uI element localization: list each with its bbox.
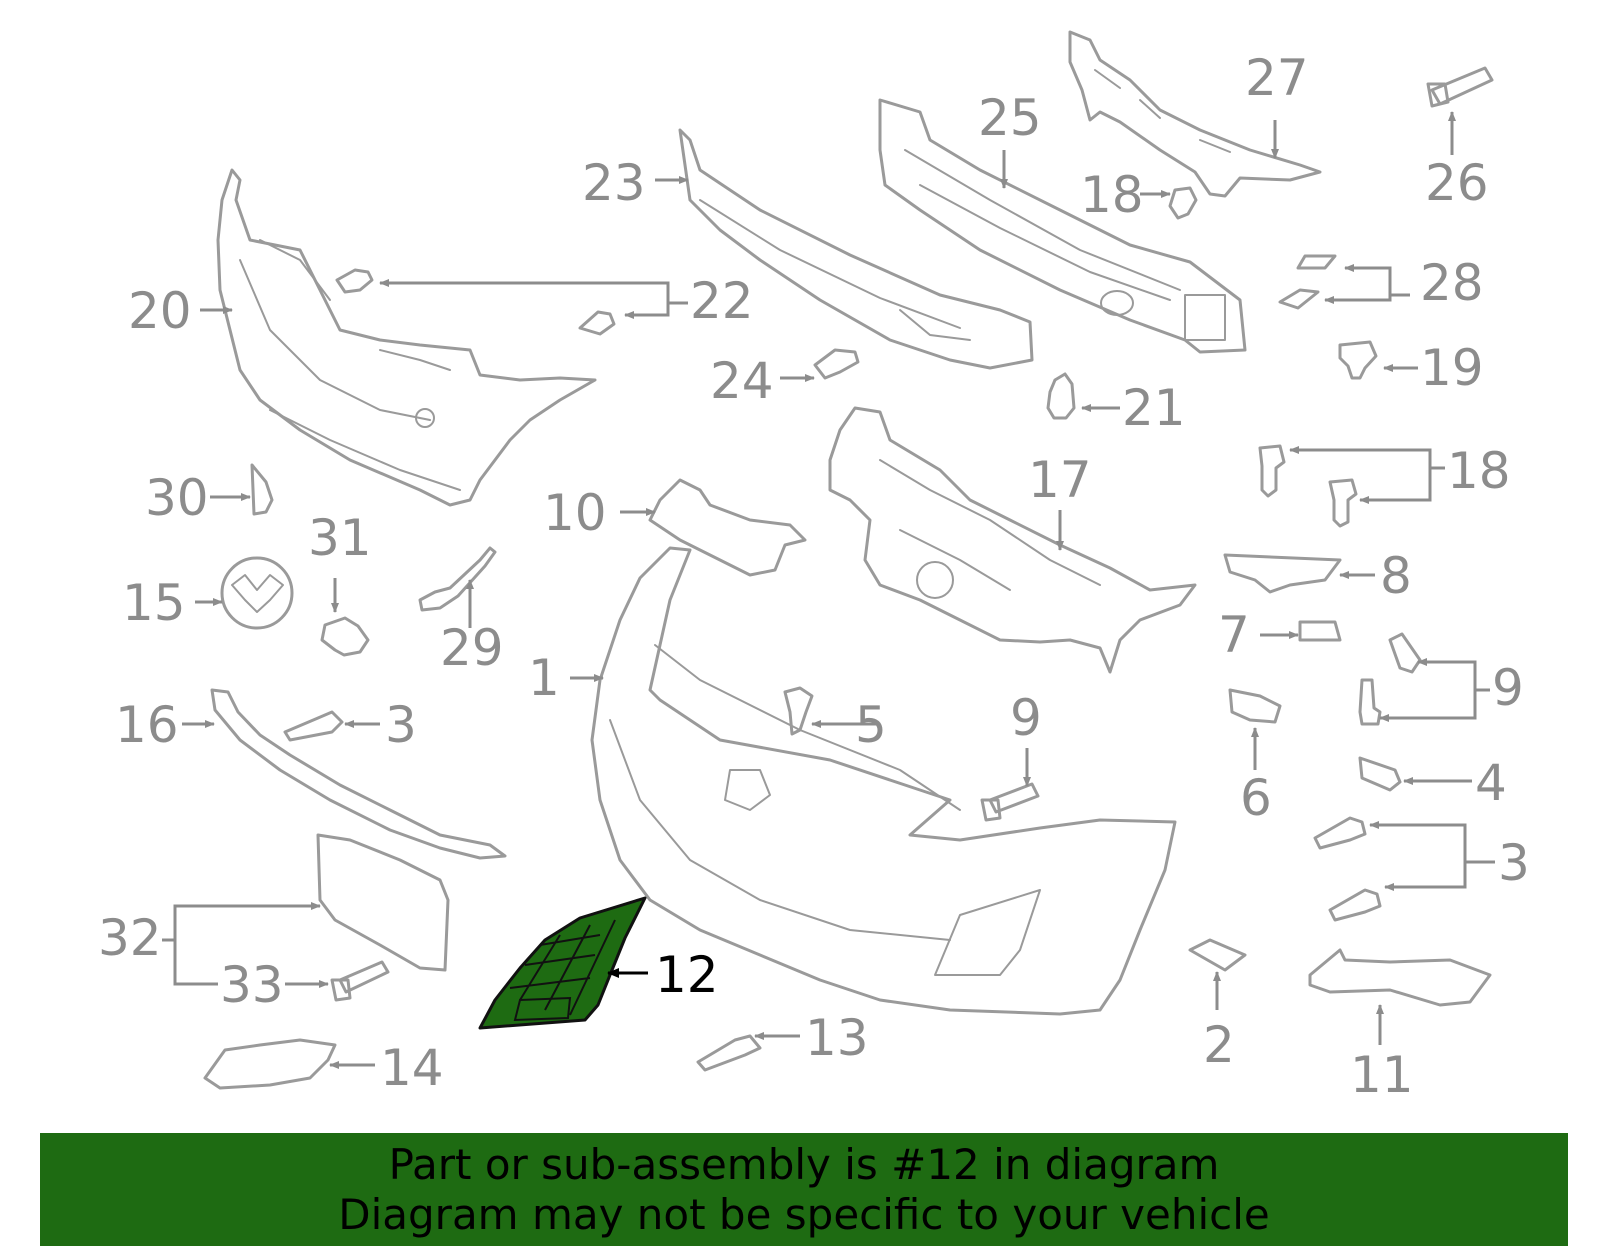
callout-16: 16 — [115, 696, 179, 754]
part-18-clips — [1258, 444, 1358, 528]
part-15-emblem — [220, 556, 294, 630]
callout-17: 17 — [1028, 451, 1092, 509]
part-31-sensor — [320, 616, 370, 657]
part-28-tape — [1278, 254, 1337, 310]
callout-33: 33 — [220, 956, 284, 1014]
part-11-bracket — [1308, 948, 1492, 1007]
part-19-clip — [1338, 340, 1378, 380]
callout-3-right: 3 — [1498, 834, 1530, 892]
part-6-bracket — [1228, 688, 1282, 724]
part-23-absorber — [678, 128, 1034, 370]
callout-15: 15 — [122, 574, 186, 632]
callout-13: 13 — [805, 1009, 869, 1067]
part-8-cover — [1223, 553, 1342, 594]
part-10-bracket — [648, 478, 807, 577]
callout-8: 8 — [1380, 547, 1412, 605]
part-7-clip — [1298, 620, 1342, 642]
part-32-plate-bracket — [316, 833, 450, 972]
callout-18-right: 18 — [1447, 442, 1511, 500]
callout-24: 24 — [710, 352, 774, 410]
part-13-bolt — [696, 1034, 762, 1072]
part-30-cap — [250, 463, 274, 516]
leader-lines — [162, 111, 1495, 1069]
callout-20: 20 — [128, 282, 192, 340]
banner-line-2: Diagram may not be specific to your vehi… — [338, 1189, 1270, 1239]
callout-7: 7 — [1218, 606, 1250, 664]
callout-1: 1 — [528, 649, 560, 707]
callout-32: 32 — [98, 909, 162, 967]
callout-28: 28 — [1420, 254, 1484, 312]
callout-31: 31 — [308, 509, 372, 567]
callout-25: 25 — [978, 89, 1042, 147]
part-3-bolt-left — [283, 710, 344, 742]
callout-10: 10 — [543, 484, 607, 542]
callout-29: 29 — [440, 619, 504, 677]
callout-3-left: 3 — [385, 696, 417, 754]
part-1-bumper-cover — [590, 546, 1177, 1016]
part-22-clips — [335, 268, 616, 336]
part-16-molding — [210, 688, 507, 860]
part-17-carrier — [828, 406, 1197, 674]
callout-19: 19 — [1420, 339, 1484, 397]
part-21-nut — [1046, 372, 1076, 420]
callout-30: 30 — [145, 469, 209, 527]
callout-9-right: 9 — [1492, 659, 1524, 717]
callout-4: 4 — [1475, 754, 1507, 812]
part-18-clip-top — [1168, 186, 1198, 220]
part-24-clip — [813, 348, 860, 380]
part-3-bolts-right — [1313, 816, 1382, 922]
callout-5: 5 — [855, 696, 887, 754]
callout-22: 22 — [690, 272, 754, 330]
part-29-hook — [418, 546, 497, 612]
callout-11: 11 — [1350, 1046, 1414, 1104]
callout-21: 21 — [1122, 379, 1186, 437]
callout-27: 27 — [1245, 49, 1309, 107]
part-14-bezel — [203, 1038, 337, 1090]
callout-9-mid: 9 — [1010, 689, 1042, 747]
callout-18-top: 18 — [1080, 166, 1144, 224]
part-27-bracket — [1068, 30, 1322, 198]
callout-26: 26 — [1425, 154, 1489, 212]
callout-6: 6 — [1240, 769, 1272, 827]
part-5-clip — [783, 686, 814, 736]
part-9-bolts — [980, 632, 1422, 822]
part-33-bolt — [330, 960, 390, 1002]
part-12-fog-lamp-grille — [478, 896, 647, 1030]
callout-23: 23 — [582, 154, 646, 212]
callout-2: 2 — [1203, 1016, 1235, 1074]
part-4-bolt — [1358, 756, 1402, 792]
callout-14: 14 — [380, 1039, 444, 1097]
callout-12: 12 — [655, 946, 719, 1004]
part-25-reinforcement — [878, 98, 1247, 354]
part-2-clip — [1188, 938, 1247, 972]
part-26-bolt — [1426, 66, 1494, 108]
part-20-upper-grille — [216, 168, 597, 507]
banner-line-1: Part or sub-assembly is #12 in diagram — [388, 1139, 1220, 1189]
info-banner: Part or sub-assembly is #12 in diagram D… — [40, 1133, 1568, 1246]
